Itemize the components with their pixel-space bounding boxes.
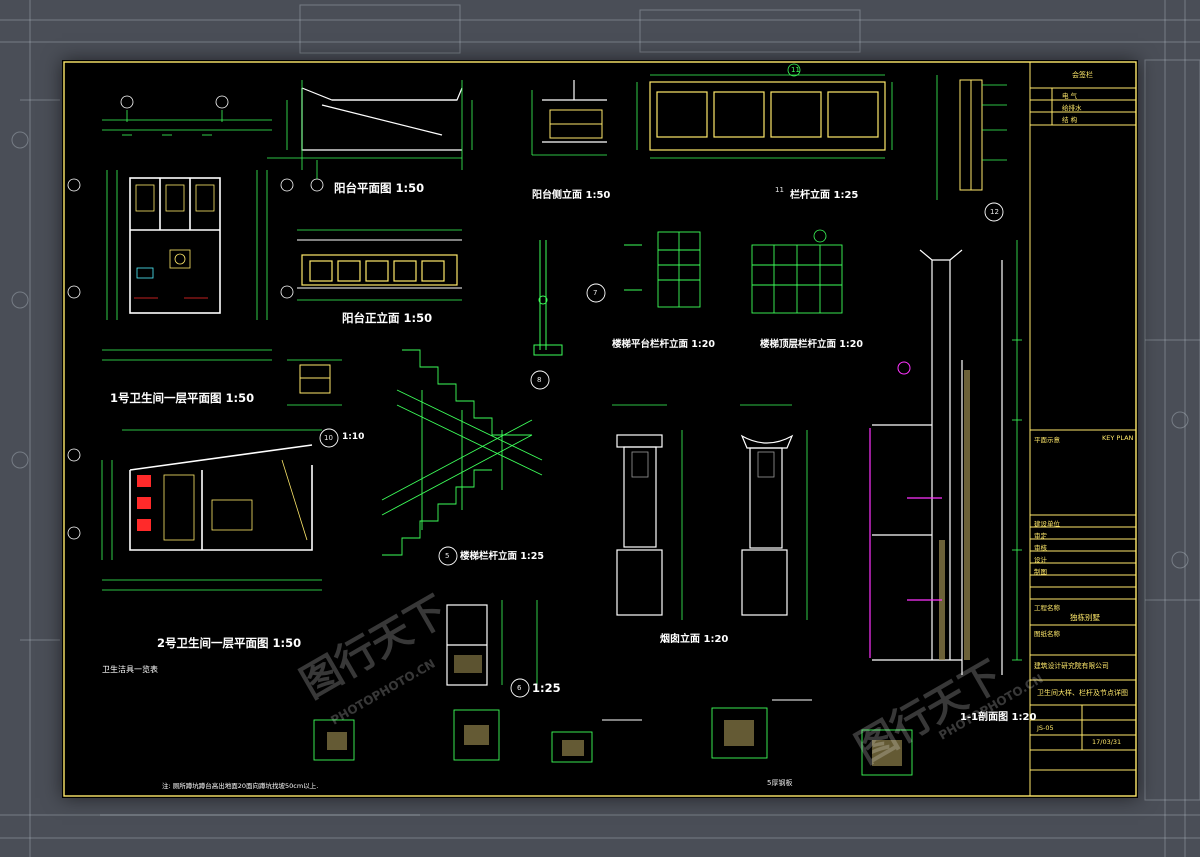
tb-row-electric: 电 气: [1062, 92, 1078, 100]
tb-drawing-no: JS-05: [1037, 724, 1054, 732]
tb-approved: 审核: [1034, 544, 1047, 552]
tb-company: 建筑设计研究院有限公司: [1034, 662, 1109, 670]
railing-detail-8: [530, 240, 606, 390]
tb-date: 17/03/31: [1092, 738, 1122, 746]
bathroom2-plan: [67, 429, 322, 591]
title-detail-10: 1:10: [342, 432, 365, 442]
tb-drawing-title-label: 图纸名称: [1034, 630, 1060, 638]
title-block: [1029, 62, 1136, 796]
stair-railing-elevation: [381, 349, 543, 566]
tb-key-plan: KEY PLAN: [1102, 434, 1134, 442]
title-balcony-front: 阳台正立面 1:50: [342, 311, 433, 325]
detail-10: [287, 359, 342, 448]
title-stair-platform-railing: 楼梯平台栏杆立面 1:20: [612, 339, 715, 350]
balcony-front-elevation: [297, 229, 462, 301]
title-detail-6: 1:25: [532, 681, 561, 695]
title-stair-railing: 楼梯栏杆立面 1:25: [460, 551, 544, 562]
tb-key-plan-cn: 平面示意: [1034, 436, 1060, 444]
title-bathroom2: 2号卫生间一层平面图 1:50: [157, 636, 302, 650]
chimney-elevation: [612, 404, 808, 620]
callout-12: 12: [990, 208, 999, 216]
callout-5: 5: [445, 552, 450, 560]
tb-row-plumbing: 给排水: [1062, 104, 1082, 112]
tb-checked: 审定: [1034, 532, 1047, 540]
title-chimney: 烟囱立面 1:20: [660, 634, 729, 645]
stair-platform-railing: [624, 231, 701, 308]
tb-row-structure: 结 构: [1062, 116, 1078, 124]
tb-project-name: 独栋别墅: [1070, 613, 1100, 622]
title-stair-top-railing: 楼梯顶层栏杆立面 1:20: [760, 339, 863, 350]
callout-6: 6: [517, 684, 522, 692]
title-section-1-1: 1-1剖面图 1:20: [960, 712, 1037, 723]
tb-drawing-title: 卫生间大样、栏杆及节点详图: [1037, 689, 1128, 697]
balcony-plan: [267, 80, 473, 192]
railing-detail-12: [936, 75, 1007, 222]
label-steel-plate: 5厚钢板: [767, 779, 793, 787]
fixtures-note: 注: 厕所蹲坑蹲台高出地面20面向蹲坑找坡50cm以上.: [162, 782, 319, 790]
tb-owner: 建设单位: [1034, 520, 1060, 528]
drawing-sheet: 阳台平面图 1:50 阳台侧立面 1:50 栏杆立面 1:25 阳台正立面 1:…: [62, 60, 1138, 798]
fixtures-list-title: 卫生洁具一览表: [102, 665, 158, 674]
title-balcony-plan: 阳台平面图 1:50: [334, 181, 425, 195]
title-railing-elevation: 栏杆立面 1:25: [790, 190, 859, 201]
stair-top-railing: [751, 229, 843, 314]
callout-11: 11: [775, 186, 784, 194]
section-1-1: [869, 240, 1022, 675]
balcony-side-elevation: [531, 80, 607, 156]
tb-drawn: 制图: [1034, 568, 1047, 576]
title-bathroom1: 1号卫生间一层平面图 1:50: [110, 391, 255, 405]
detail-6: [446, 600, 538, 698]
callout-8: 8: [537, 376, 542, 384]
callout-7: 7: [593, 289, 598, 297]
railing-elevation: [636, 63, 893, 159]
bottom-node-details: [313, 699, 913, 776]
cad-drawing: [63, 61, 1137, 797]
tb-designed: 设计: [1034, 556, 1047, 564]
tb-header: 会签栏: [1072, 71, 1093, 79]
tb-project-label: 工程名称: [1034, 604, 1060, 612]
callout-10: 10: [324, 434, 333, 442]
bathroom1-plan: [67, 95, 294, 361]
title-balcony-side: 阳台侧立面 1:50: [532, 190, 611, 201]
callout-11-top: 11: [791, 66, 800, 74]
